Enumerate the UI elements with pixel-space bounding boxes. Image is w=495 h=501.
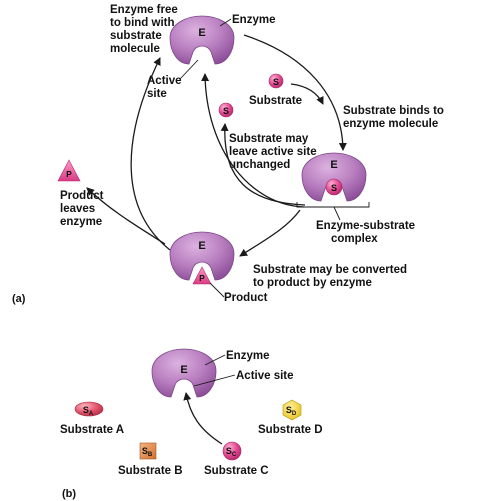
substrate-b-letter: S — [142, 446, 148, 456]
active-site-leader-b — [193, 374, 236, 387]
free-enzyme: E — [169, 15, 235, 65]
svg-text:SC: SC — [226, 446, 237, 458]
substrate-label: Substrate — [249, 95, 302, 107]
product-leader — [209, 282, 225, 298]
panel-b-tag: (b) — [62, 488, 76, 500]
substrate-d: SD — [282, 399, 302, 421]
svg-text:SB: SB — [142, 446, 153, 458]
svg-text:SA: SA — [83, 405, 94, 417]
arrow-substrate-to-complex — [290, 83, 324, 105]
arrow-enzyme-to-complex — [243, 34, 347, 151]
enzyme-label-top: Enzyme — [232, 14, 275, 26]
leaving-substrate: S — [218, 102, 234, 118]
arrow-complex-to-product — [239, 209, 301, 257]
substrate-d-letter: S — [286, 405, 292, 415]
enzyme-leader-top — [219, 18, 232, 27]
complex-leader — [333, 206, 341, 221]
enzyme-label-b: Enzyme — [226, 350, 269, 362]
substrate-c-letter: S — [226, 446, 232, 456]
converted-label: Substrate may be converted to product by… — [253, 264, 410, 289]
complex-substrate — [325, 178, 343, 196]
substrate-c-label: Substrate C — [204, 465, 269, 477]
enzyme-with-product: E P — [169, 231, 235, 285]
arrow-substrate-leaves — [220, 123, 306, 206]
may-leave-label: Substrate may leave active site unchange… — [229, 133, 320, 171]
enzyme-b-letter: E — [180, 364, 187, 376]
substrate-a-subscript: A — [89, 411, 94, 417]
product-leaves-label: Product leaves enzyme — [60, 190, 107, 228]
panel-a-tag: (a) — [12, 293, 26, 305]
complex-enzyme-letter: E — [330, 159, 337, 171]
active-site-leader — [179, 59, 199, 80]
product-label: Product — [224, 292, 268, 304]
bound-product — [192, 266, 212, 285]
free-enzyme-letter: E — [198, 27, 205, 39]
substrate-c: SC — [222, 441, 242, 461]
released-product: P — [57, 159, 81, 182]
arrow-product-leaves — [86, 187, 166, 245]
substrate-a-label: Substrate A — [60, 424, 124, 436]
substrate-c-subscript: C — [232, 452, 237, 458]
active-site-label-b: Active site — [236, 370, 294, 382]
enzyme-b: E — [151, 348, 217, 398]
free-substrate-letter: S — [273, 77, 279, 87]
substrate-a: SA — [74, 401, 104, 417]
free-substrate: S — [268, 73, 284, 89]
arrow-back-to-free-enzyme — [201, 73, 305, 208]
arrow-product-cycle-up — [130, 57, 171, 251]
complex-label: Enzyme-substrate complex — [316, 220, 418, 245]
binds-label: Substrate binds to enzyme molecule — [343, 105, 447, 130]
active-site-label: Active site — [147, 75, 185, 100]
leaving-substrate-letter: S — [223, 106, 229, 116]
substrate-d-subscript: D — [292, 411, 297, 417]
complex-bracket — [296, 202, 370, 208]
substrate-b-label: Substrate B — [118, 465, 183, 477]
enzyme-free-label: Enzyme free to bind with substrate molec… — [110, 4, 181, 55]
substrate-a-letter: S — [83, 405, 89, 415]
enzyme-substrate-complex: E S — [301, 152, 367, 202]
substrate-b-subscript: B — [148, 452, 153, 458]
complex-substrate-letter: S — [331, 183, 337, 193]
bound-product-letter: P — [199, 273, 205, 283]
substrate-d-label: Substrate D — [258, 424, 323, 436]
product-enzyme-letter: E — [198, 240, 205, 252]
arrow-substrate-c-to-enzyme — [183, 392, 223, 445]
released-product-letter: P — [66, 169, 72, 179]
enzyme-leader-b — [204, 354, 226, 366]
svg-text:SD: SD — [286, 405, 297, 417]
substrate-b: SB — [139, 442, 157, 460]
